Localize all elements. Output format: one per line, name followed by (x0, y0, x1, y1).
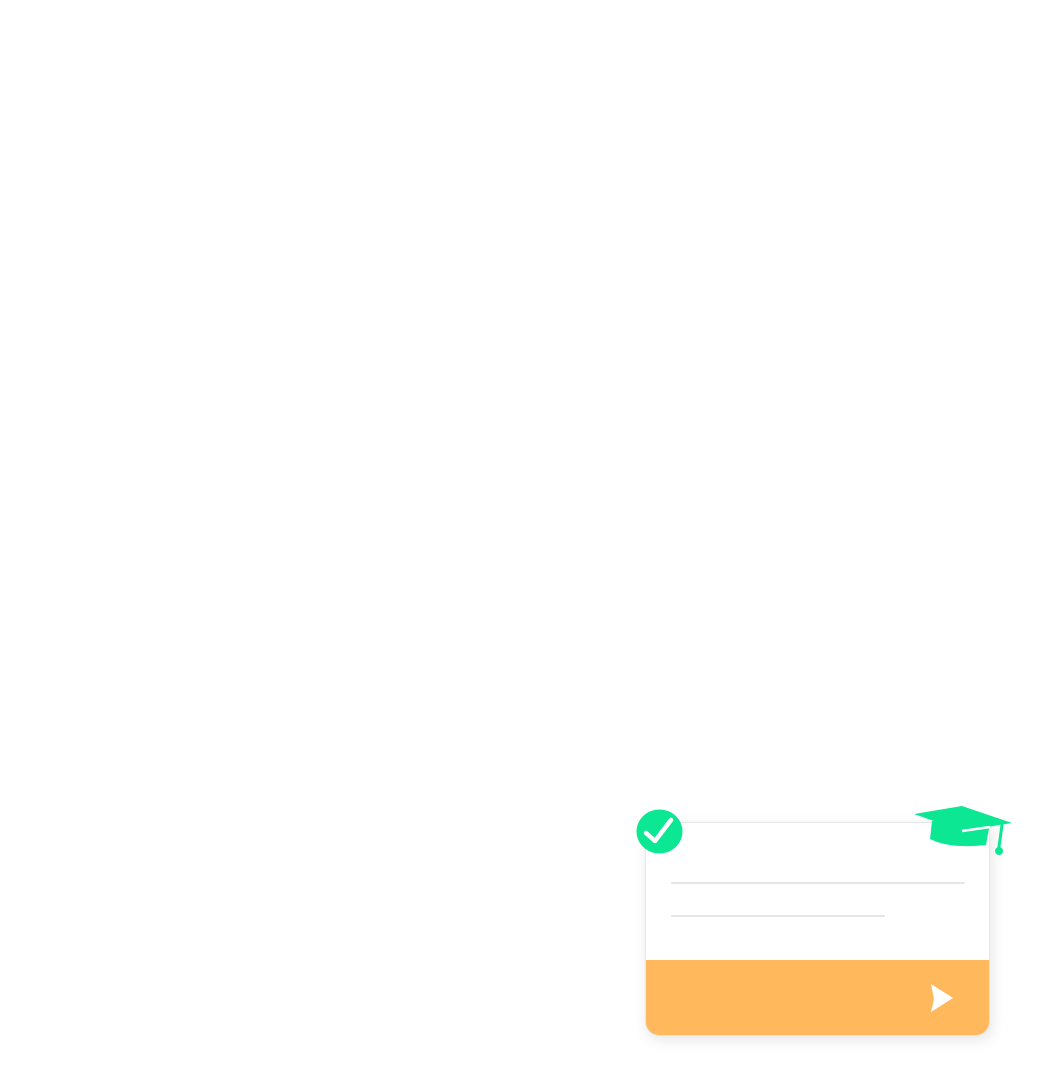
placeholder-text-line (671, 882, 965, 884)
send-arrow-icon[interactable] (929, 982, 955, 1014)
placeholder-text-line (671, 915, 885, 917)
check-icon (636, 809, 683, 854)
graduation-cap-icon (914, 806, 1012, 855)
card-footer (646, 960, 989, 1035)
message-card (645, 822, 990, 1036)
